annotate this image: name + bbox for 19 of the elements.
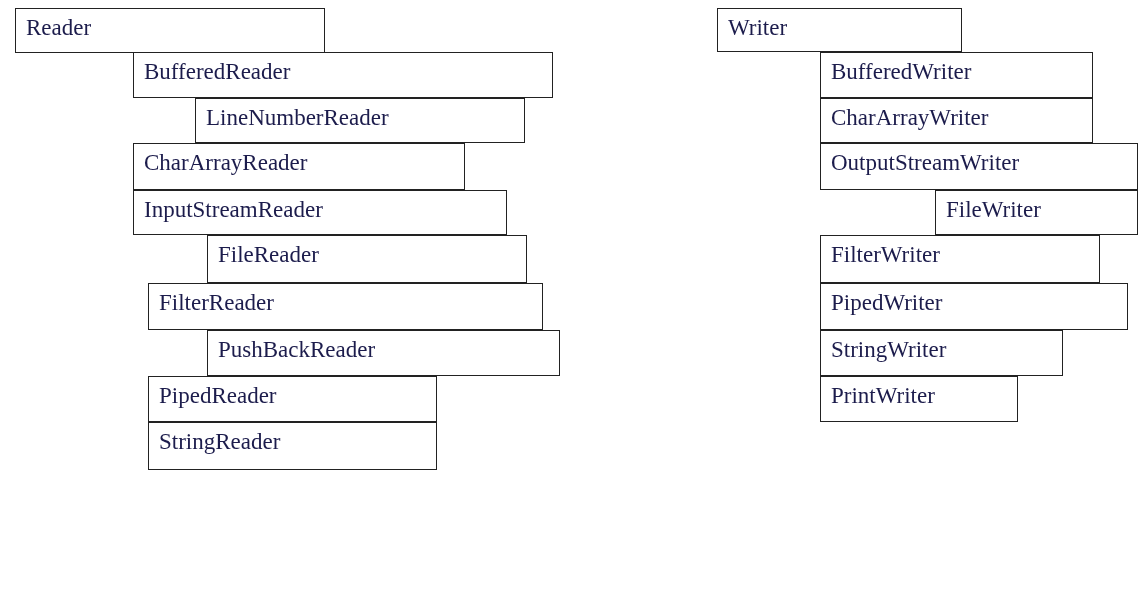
class-box: PrintWriter	[820, 376, 1018, 422]
class-box: PipedWriter	[820, 283, 1128, 330]
class-box: FileWriter	[935, 190, 1138, 235]
class-box: LineNumberReader	[195, 98, 525, 143]
class-box: Writer	[717, 8, 962, 52]
class-box: FilterWriter	[820, 235, 1100, 283]
class-box: PipedReader	[148, 376, 437, 422]
class-box: CharArrayWriter	[820, 98, 1093, 143]
class-box: OutputStreamWriter	[820, 143, 1138, 190]
class-box: BufferedWriter	[820, 52, 1093, 98]
class-box: StringReader	[148, 422, 437, 470]
class-box: FileReader	[207, 235, 527, 283]
class-box: FilterReader	[148, 283, 543, 330]
class-box: CharArrayReader	[133, 143, 465, 190]
class-box: PushBackReader	[207, 330, 560, 376]
class-box: Reader	[15, 8, 325, 53]
class-box: BufferedReader	[133, 52, 553, 98]
class-box: StringWriter	[820, 330, 1063, 376]
class-box: InputStreamReader	[133, 190, 507, 235]
